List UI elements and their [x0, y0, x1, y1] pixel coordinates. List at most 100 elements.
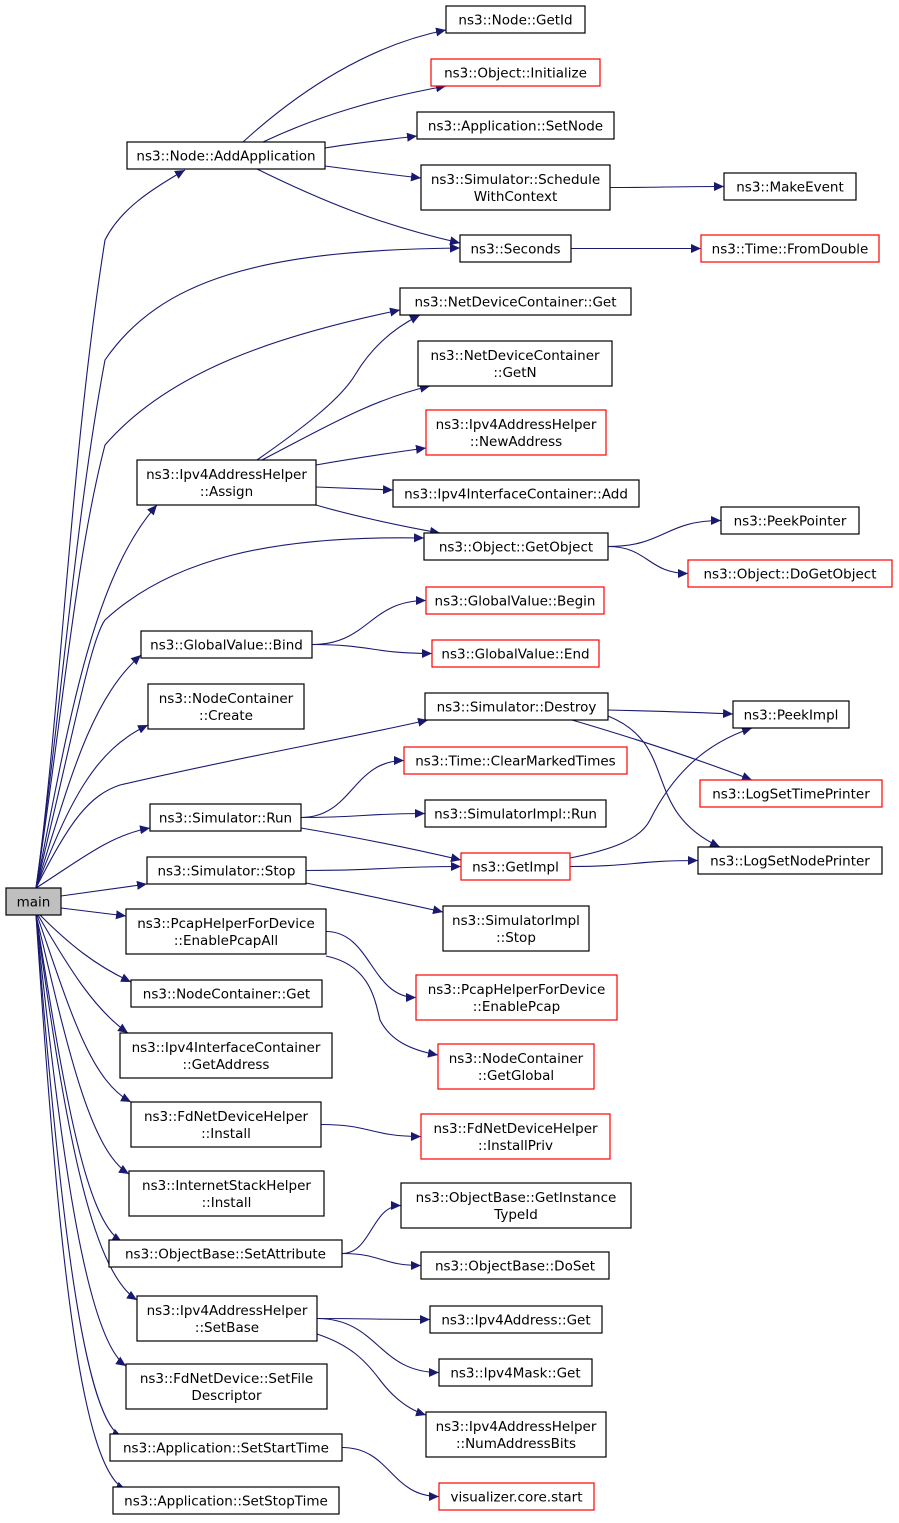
- node-phfd_enablepcap[interactable]: ns3::PcapHelperForDevice::EnablePcap: [415, 974, 618, 1021]
- node-ipv4ah_setbase[interactable]: ns3::Ipv4AddressHelper::SetBase: [136, 1295, 318, 1342]
- node-label-line: ns3::ObjectBase::SetAttribute: [125, 1247, 326, 1263]
- node-node_getid[interactable]: ns3::Node::GetId: [445, 5, 586, 34]
- node-ob_doset[interactable]: ns3::ObjectBase::DoSet: [420, 1251, 610, 1280]
- node-box: [108, 1239, 343, 1268]
- node-label-line: ns3::GlobalValue::Begin: [435, 594, 596, 610]
- node-simimpl_stop[interactable]: ns3::SimulatorImpl::Stop: [442, 905, 590, 952]
- node-label-line: ns3::NodeContainer::Get: [143, 987, 310, 1003]
- node-seconds[interactable]: ns3::Seconds: [459, 234, 572, 263]
- edge-sim_schedulewithcontext-to-makeevent: [609, 182, 725, 192]
- node-label-line: visualizer.core.start: [450, 1490, 582, 1506]
- node-nc_create[interactable]: ns3::NodeContainer::Create: [147, 683, 305, 730]
- node-label-line: ns3::Ipv4Mask::Get: [450, 1366, 580, 1382]
- edge-main-to-app_setstarttime: [35, 914, 123, 1438]
- node-ipv4ah_assign[interactable]: ns3::Ipv4AddressHelper::Assign: [136, 459, 317, 506]
- node-label-line: ns3::SimulatorImpl: [452, 913, 580, 929]
- node-ndc_getn[interactable]: ns3::NetDeviceContainer::GetN: [417, 340, 613, 387]
- node-label-line: ::Install: [201, 1126, 251, 1142]
- node-sim_run[interactable]: ns3::Simulator::Run: [149, 803, 302, 832]
- node-label-line: ns3::MakeEvent: [736, 180, 844, 196]
- edge-phfd_enablepcapall-to-nc_getglobal: [325, 955, 439, 1058]
- node-box: [700, 234, 880, 263]
- node-box: [720, 506, 860, 535]
- node-logsetnodeprinter[interactable]: ns3::LogSetNodePrinter: [697, 846, 883, 875]
- node-object_getobject[interactable]: ns3::Object::GetObject: [423, 532, 609, 561]
- node-ipv4ic_add[interactable]: ns3::Ipv4InterfaceContainer::Add: [392, 479, 640, 508]
- node-box: [424, 799, 607, 828]
- node-ipv4address_get[interactable]: ns3::Ipv4Address::Get: [429, 1305, 603, 1334]
- edge-app_setstarttime-to-visualizer_core_start: [341, 1446, 440, 1501]
- node-gv_end[interactable]: ns3::GlobalValue::End: [431, 639, 600, 668]
- edge-sim_stop-to-getimpl: [305, 862, 462, 872]
- node-label-line: ns3::Ipv4AddressHelper: [436, 417, 597, 433]
- node-fdndh_install[interactable]: ns3::FdNetDeviceHelper::Install: [130, 1101, 322, 1148]
- node-label-line: ::EnablePcap: [473, 999, 561, 1015]
- node-box: [445, 5, 586, 34]
- node-nc_getglobal[interactable]: ns3::NodeContainer::GetGlobal: [437, 1043, 595, 1090]
- node-label-line: ns3::Simulator::Destroy: [437, 700, 597, 716]
- node-app_setstarttime[interactable]: ns3::Application::SetStartTime: [109, 1433, 343, 1462]
- edge-main-to-sim_run: [35, 825, 151, 889]
- node-label-line: ::Create: [199, 708, 253, 724]
- edge-sim_destroy-to-logsettimeprinter: [571, 719, 753, 781]
- node-ob_setattribute[interactable]: ns3::ObjectBase::SetAttribute: [108, 1239, 343, 1268]
- node-ndc_get[interactable]: ns3::NetDeviceContainer::Get: [399, 287, 632, 316]
- node-ipv4mask_get[interactable]: ns3::Ipv4Mask::Get: [438, 1358, 593, 1387]
- edge-ipv4ah_assign-to-ndc_get: [256, 314, 421, 461]
- node-label-line: WithContext: [474, 189, 558, 205]
- edge-main-to-phfd_enablepcapall: [60, 907, 127, 920]
- node-logsettimeprinter[interactable]: ns3::LogSetTimePrinter: [699, 779, 883, 808]
- node-fdndh_installpriv[interactable]: ns3::FdNetDeviceHelper::InstallPriv: [420, 1113, 611, 1160]
- node-getimpl[interactable]: ns3::GetImpl: [460, 852, 571, 881]
- node-label-line: ::SetBase: [195, 1320, 259, 1336]
- edge-sim_run-to-time_clearmarkedtimes: [300, 756, 405, 819]
- node-object_initialize[interactable]: ns3::Object::Initialize: [430, 58, 601, 87]
- edge-sim_destroy-to-peekimpl: [607, 709, 734, 719]
- node-main[interactable]: main: [5, 887, 62, 916]
- node-ipv4ic_getaddress[interactable]: ns3::Ipv4InterfaceContainer::GetAddress: [119, 1032, 333, 1079]
- node-ipv4ah_numaddressbits[interactable]: ns3::Ipv4AddressHelper::NumAddressBits: [425, 1411, 607, 1458]
- node-label-line: ns3::Ipv4AddressHelper: [436, 1419, 597, 1435]
- node-node_addapplication[interactable]: ns3::Node::AddApplication: [126, 141, 326, 170]
- node-ipv4ah_newaddress[interactable]: ns3::Ipv4AddressHelper::NewAddress: [425, 409, 607, 456]
- node-app_setstoptime[interactable]: ns3::Application::SetStopTime: [112, 1486, 340, 1515]
- edge-main-to-nc_create: [35, 724, 149, 889]
- edge-fdndh_install-to-fdndh_installpriv: [320, 1123, 422, 1141]
- edge-getimpl-to-logsetnodeprinter: [569, 856, 699, 868]
- node-peekimpl[interactable]: ns3::PeekImpl: [732, 700, 850, 729]
- node-sim_destroy[interactable]: ns3::Simulator::Destroy: [424, 692, 609, 721]
- node-box: [392, 479, 640, 508]
- edge-main-to-gv_bind: [35, 654, 142, 889]
- node-label-line: ns3::Seconds: [471, 242, 561, 258]
- node-visualizer_core_start[interactable]: visualizer.core.start: [438, 1482, 595, 1511]
- edge-gv_bind-to-gv_begin: [311, 596, 427, 646]
- node-phfd_enablepcapall[interactable]: ns3::PcapHelperForDevice::EnablePcapAll: [125, 908, 327, 955]
- node-time_fromdouble[interactable]: ns3::Time::FromDouble: [700, 234, 880, 263]
- edge-main-to-node_addapplication: [35, 169, 186, 889]
- edge-ipv4ah_assign-to-ndc_getn: [261, 383, 431, 461]
- edge-main-to-fdnd_setfiledescriptor: [35, 914, 127, 1367]
- node-app_setnode[interactable]: ns3::Application::SetNode: [416, 111, 615, 140]
- node-nc_get[interactable]: ns3::NodeContainer::Get: [130, 979, 323, 1008]
- node-label-line: ns3::NetDeviceContainer: [430, 348, 600, 364]
- node-box: [126, 141, 326, 170]
- node-simimpl_run[interactable]: ns3::SimulatorImpl::Run: [424, 799, 607, 828]
- node-box: [420, 164, 611, 211]
- node-sim_stop[interactable]: ns3::Simulator::Stop: [146, 856, 307, 885]
- node-ish_install[interactable]: ns3::InternetStackHelper::Install: [128, 1170, 325, 1217]
- node-object_dogetobject[interactable]: ns3::Object::DoGetObject: [687, 559, 893, 588]
- node-peekpointer[interactable]: ns3::PeekPointer: [720, 506, 860, 535]
- edge-main-to-fdndh_install: [36, 914, 132, 1103]
- node-gv_begin[interactable]: ns3::GlobalValue::Begin: [425, 586, 605, 615]
- node-box: [438, 1358, 593, 1387]
- node-label-line: TypeId: [493, 1207, 538, 1223]
- node-gv_bind[interactable]: ns3::GlobalValue::Bind: [140, 630, 313, 659]
- edge-phfd_enablepcapall-to-phfd_enablepcap: [325, 930, 417, 1002]
- node-label-line: ::GetAddress: [183, 1057, 270, 1073]
- node-makeevent[interactable]: ns3::MakeEvent: [723, 172, 857, 201]
- node-label-line: ns3::NodeContainer: [449, 1051, 584, 1067]
- node-time_clearmarkedtimes[interactable]: ns3::Time::ClearMarkedTimes: [403, 746, 628, 775]
